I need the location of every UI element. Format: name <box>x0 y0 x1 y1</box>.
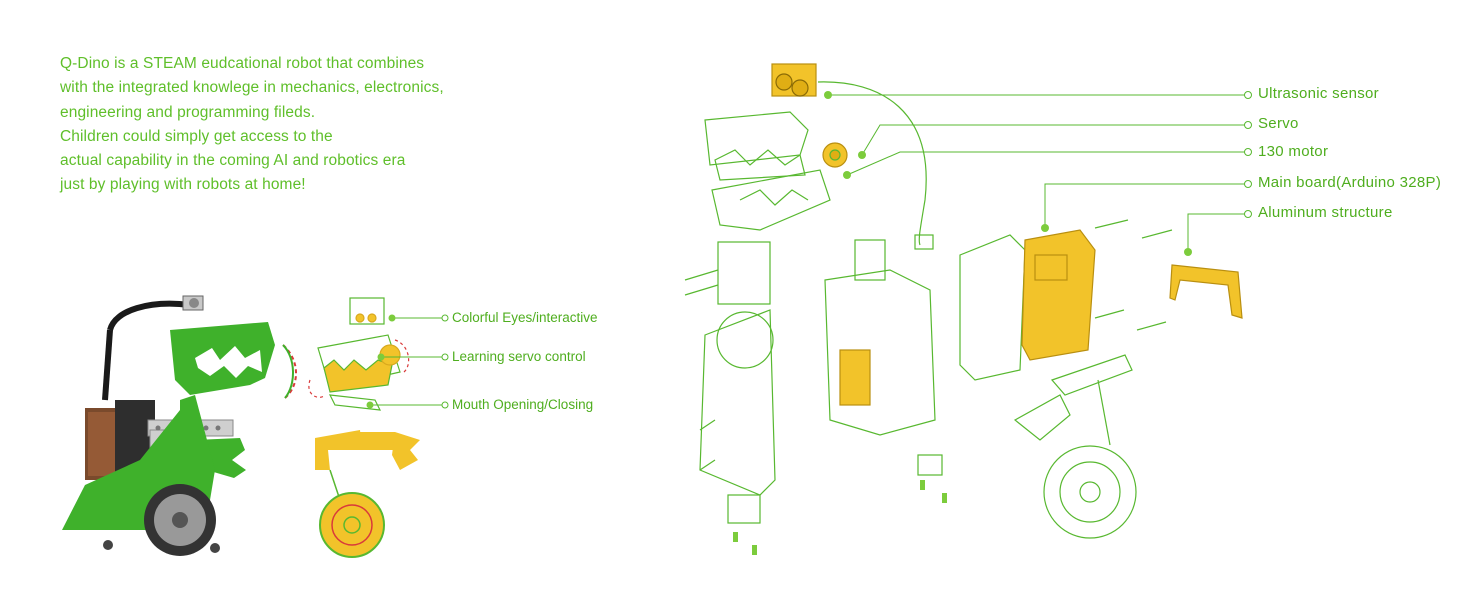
left-callout-markers <box>366 314 449 409</box>
right-callout-markers <box>824 91 1252 256</box>
intro-line: with the integrated knowlege in mechanic… <box>60 79 444 97</box>
intro-line: engineering and programming fileds. <box>60 103 316 121</box>
head-detail-image <box>308 297 410 411</box>
left-callout-lines <box>370 317 442 406</box>
callout-130-motor: 130 motor <box>1258 143 1329 160</box>
callout-main-board: Main board(Arduino 328P) <box>1258 174 1442 191</box>
callout-aluminum-structure: Aluminum structure <box>1258 204 1393 221</box>
callout-ultrasonic-sensor: Ultrasonic sensor <box>1258 85 1379 102</box>
callout-colorful-eyes: Colorful Eyes/interactive <box>452 310 598 325</box>
exploded-small-screws <box>733 480 947 555</box>
intro-paragraph: Q-Dino is a STEAM eudcational robot that… <box>60 52 520 198</box>
arm-wheel-detail-image <box>315 430 420 558</box>
callout-mouth-opening: Mouth Opening/Closing <box>452 397 594 412</box>
intro-line: Q-Dino is a STEAM eudcational robot that… <box>60 55 425 72</box>
callout-learning-servo: Learning servo control <box>452 349 586 364</box>
assembled-robot-image <box>62 295 297 556</box>
intro-line: just by playing with robots at home! <box>60 176 306 194</box>
intro-line: Children could simply get access to the <box>60 127 333 145</box>
callout-servo: Servo <box>1258 115 1299 132</box>
right-callout-lines <box>828 94 1245 252</box>
intro-line: actual capability in the coming AI and r… <box>60 152 406 170</box>
exploded-view-image <box>684 63 1243 539</box>
